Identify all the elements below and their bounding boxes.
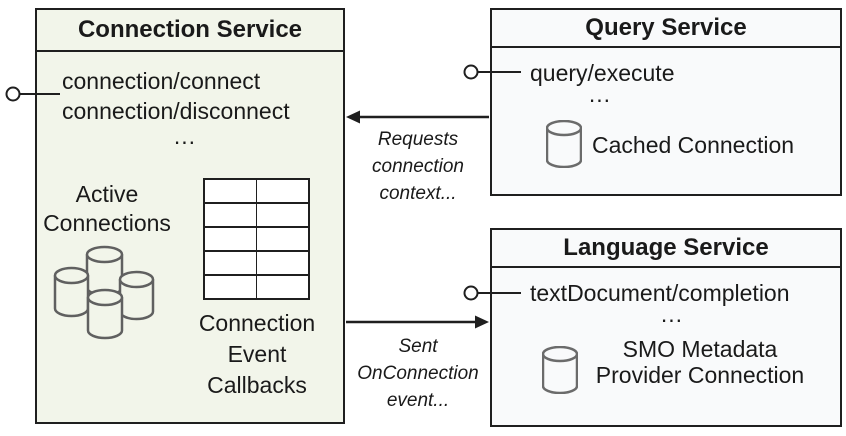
on-connection-arrow [346,315,489,329]
database-cluster-icon [53,245,155,340]
table-cell [205,227,256,251]
table-cell [205,203,256,227]
table-cell [205,251,256,275]
table-cell [257,180,308,203]
language-service-title: Language Service [492,230,840,268]
query-method-execute: query/execute [530,60,675,86]
language-service-box: Language Service [490,228,842,427]
request-context-arrow [346,110,489,124]
query-service-box: Query Service [490,8,842,196]
language-methods-ellipsis: ... [660,301,684,327]
connection-service-title: Connection Service [37,10,343,52]
active-connections-label: Active Connections [43,181,171,236]
connection-method-disconnect: connection/disconnect [62,98,290,124]
callback-table [203,178,310,300]
smo-provider-database-icon [542,346,578,394]
table-cell [257,275,308,298]
query-service-title: Query Service [492,10,840,48]
language-method-completion: textDocument/completion [530,280,790,306]
table-cell [205,275,256,298]
callbacks-label: Connection Event Callbacks [198,310,316,398]
connection-methods-ellipsis: ... [173,123,197,149]
table-cell [257,251,308,275]
request-context-arrow-label: Requests connection context... [372,129,464,204]
smo-provider-label: SMO Metadata Provider Connection [595,336,805,388]
table-cell [257,203,308,227]
on-connection-arrow-label: Sent OnConnection event... [357,336,479,411]
table-cell [205,180,256,203]
cached-connection-label: Cached Connection [592,132,795,158]
table-cell [257,227,308,251]
connection-method-connect: connection/connect [62,68,261,94]
cached-connection-database-icon [546,120,582,168]
query-methods-ellipsis: ... [588,81,612,107]
